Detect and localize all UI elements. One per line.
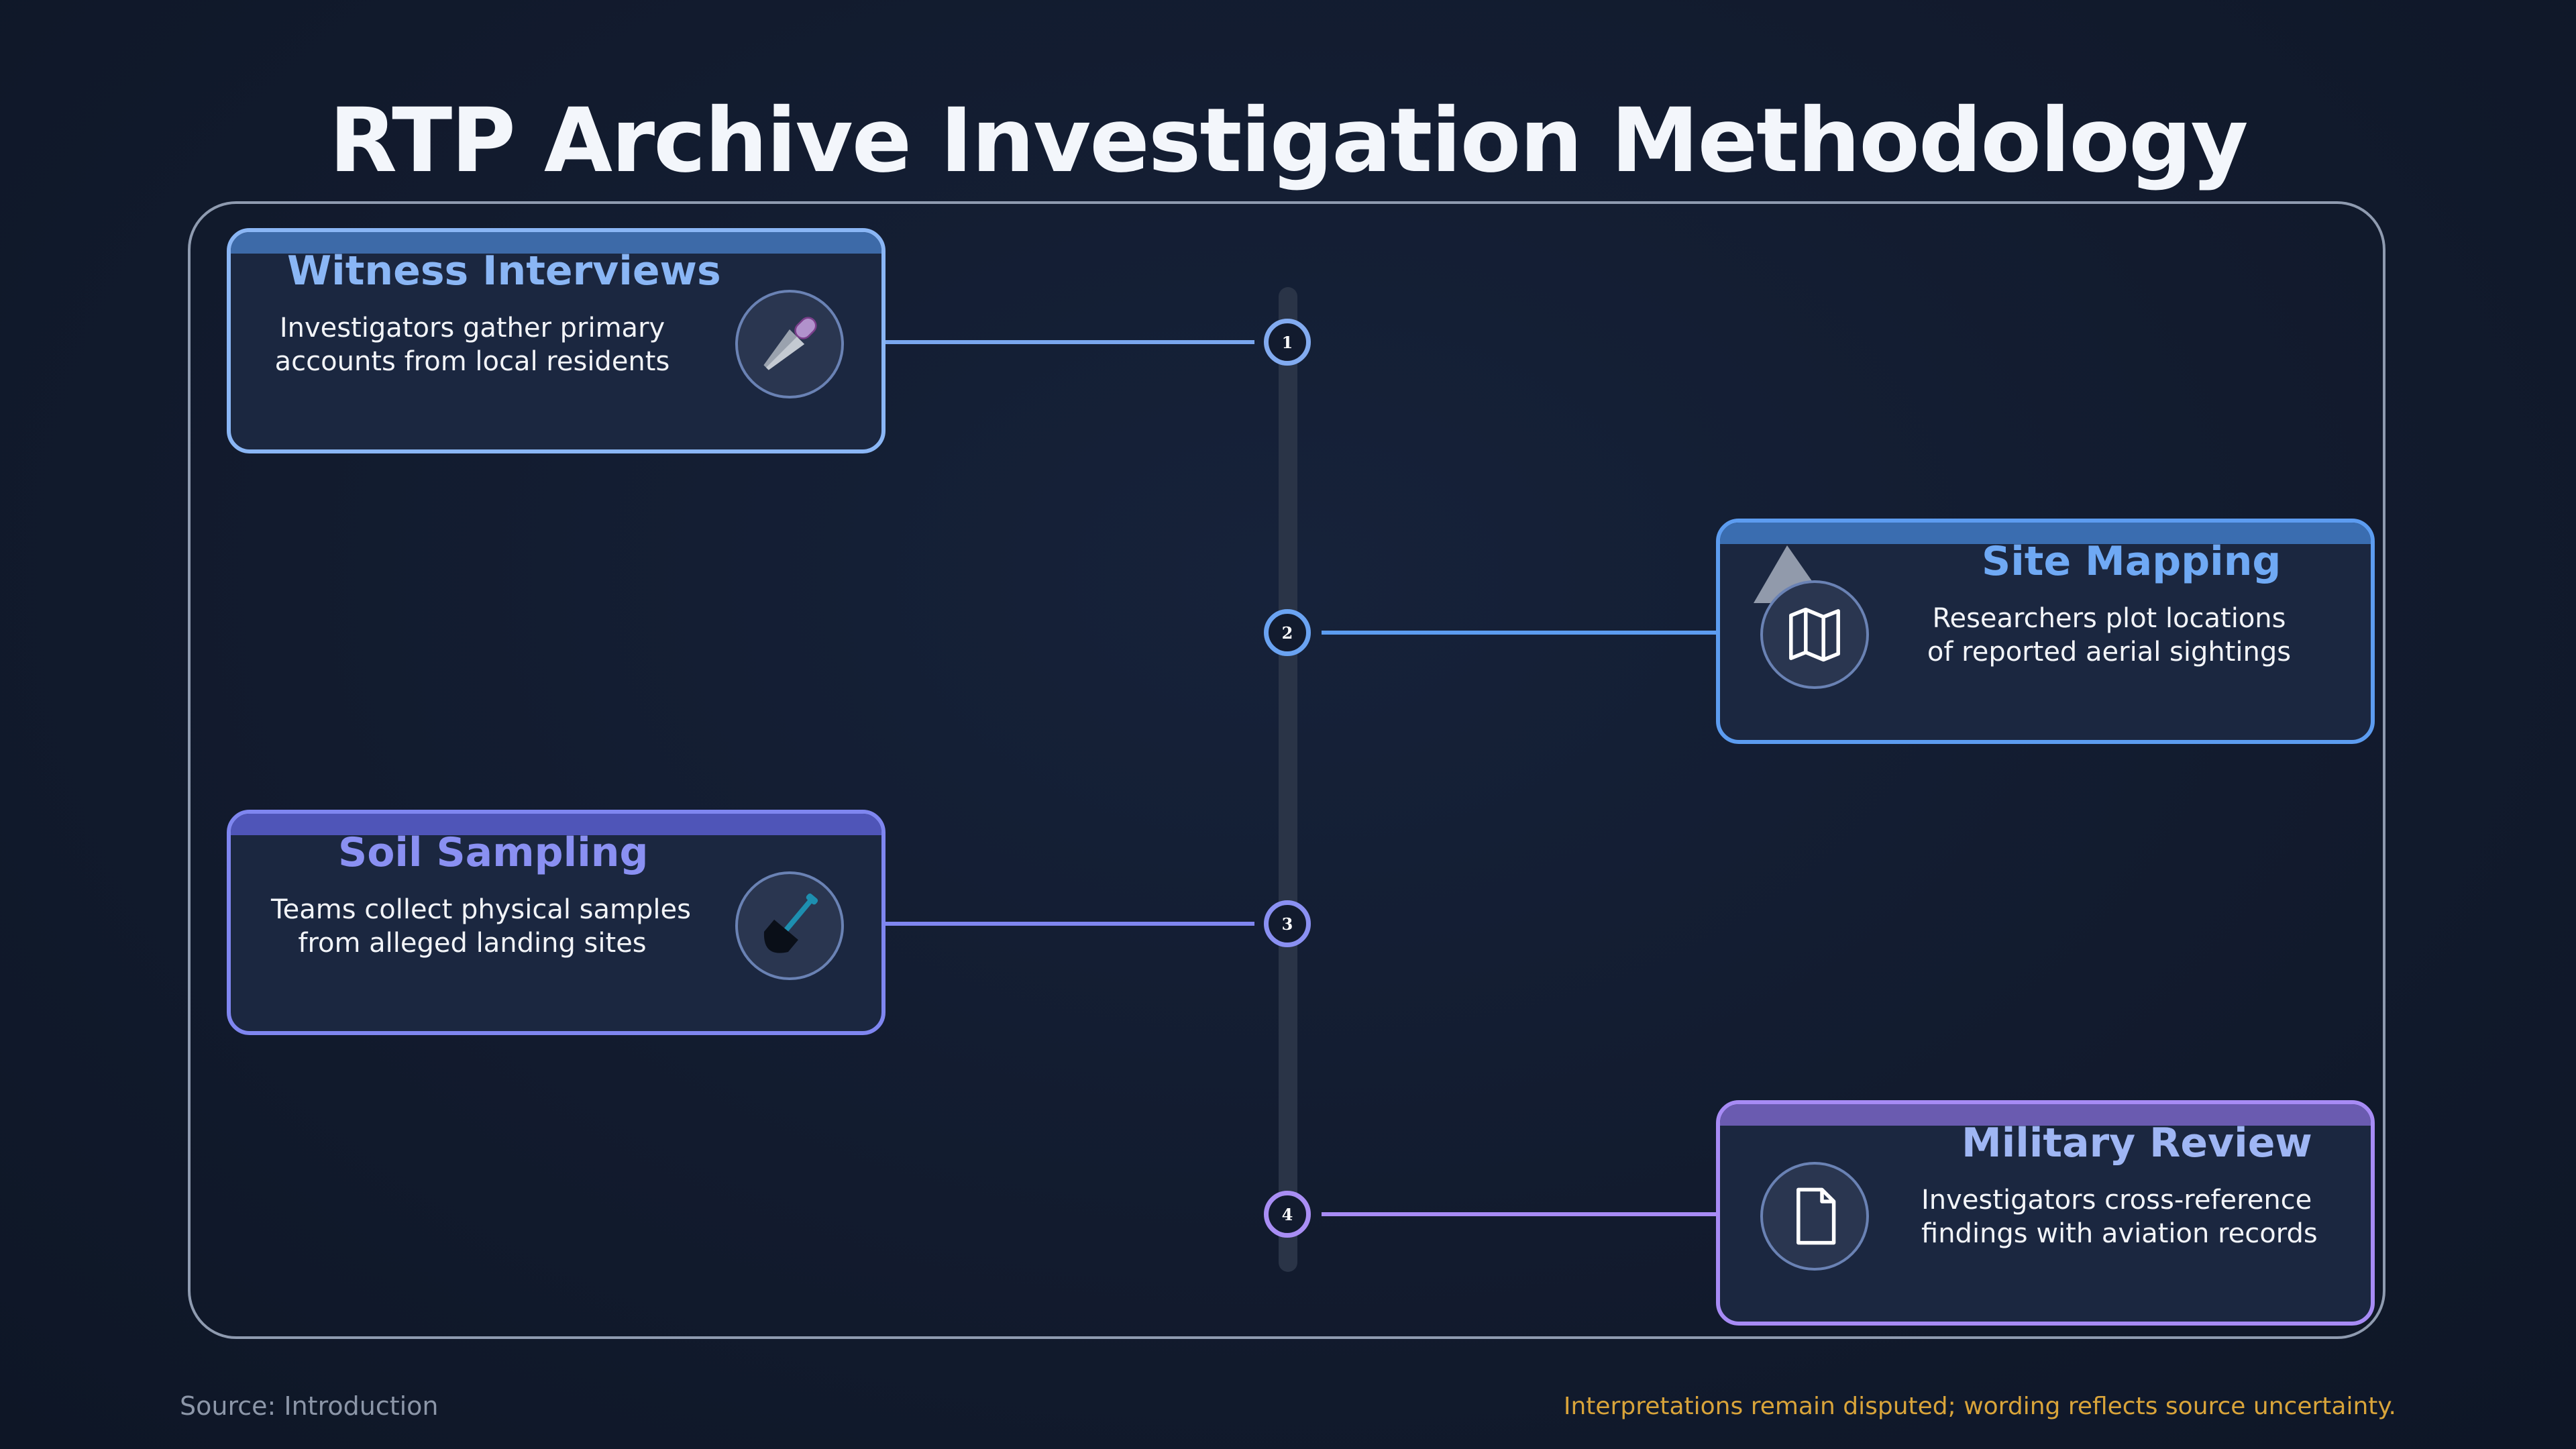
card-topbar [231,814,881,835]
step-description: Researchers plot locations of reported a… [1921,602,2297,669]
step-node-4: 4 [1264,1191,1311,1238]
step-node-1: 1 [1264,319,1311,366]
step-card-site-mapping: Site Mapping Researchers plot locations … [1716,519,2375,744]
icon-badge [735,871,844,980]
step-description-line: findings with aviation records [1921,1218,2318,1249]
disclaimer-note: Interpretations remain disputed; wording… [1563,1393,2396,1420]
document-icon [1796,1187,1836,1245]
step-description: Investigators gather primary accounts fr… [271,311,674,378]
microphone-icon [763,317,817,370]
step-description-line: accounts from local residents [274,346,670,377]
connector-step-3 [885,922,1254,926]
step-description-line: Teams collect physical samples [271,894,691,925]
map-icon [1789,607,1840,662]
timeline-spine [1279,287,1297,1272]
step-description: Investigators cross-reference findings w… [1921,1183,2318,1250]
icon-badge [735,290,844,398]
card-topbar [1720,523,2371,544]
step-description-line: Researchers plot locations [1932,603,2286,634]
connector-step-1 [885,340,1254,344]
step-card-soil-sampling: Soil Sampling Teams collect physical sam… [227,810,885,1035]
step-node-2: 2 [1264,609,1311,656]
card-topbar [231,232,881,254]
step-description-line: from alleged landing sites [298,928,647,959]
icon-badge [1760,580,1869,689]
step-heading: Soil Sampling [338,829,649,876]
step-card-military-review: Military Review Investigators cross-refe… [1716,1100,2375,1326]
connector-step-4 [1322,1212,1717,1216]
step-card-witness-interviews: Witness Interviews Investigators gather … [227,228,885,453]
step-heading: Witness Interviews [287,248,721,294]
connector-step-2 [1322,631,1717,635]
icon-badge [1760,1162,1869,1271]
step-description-line: Investigators cross-reference [1921,1185,2312,1216]
card-topbar [1720,1104,2371,1126]
diagram-frame [188,201,2385,1339]
step-node-3: 3 [1264,900,1311,947]
step-description: Teams collect physical samples from alle… [271,893,691,960]
step-description-line: of reported aerial sightings [1927,637,2292,667]
source-note: Source: Introduction [180,1391,439,1421]
page-title: RTP Archive Investigation Methodology [329,89,2248,193]
step-description-line: Investigators gather primary [279,313,665,343]
step-heading: Military Review [1962,1120,2312,1167]
shovel-icon [764,893,818,953]
step-heading: Site Mapping [1982,538,2282,585]
